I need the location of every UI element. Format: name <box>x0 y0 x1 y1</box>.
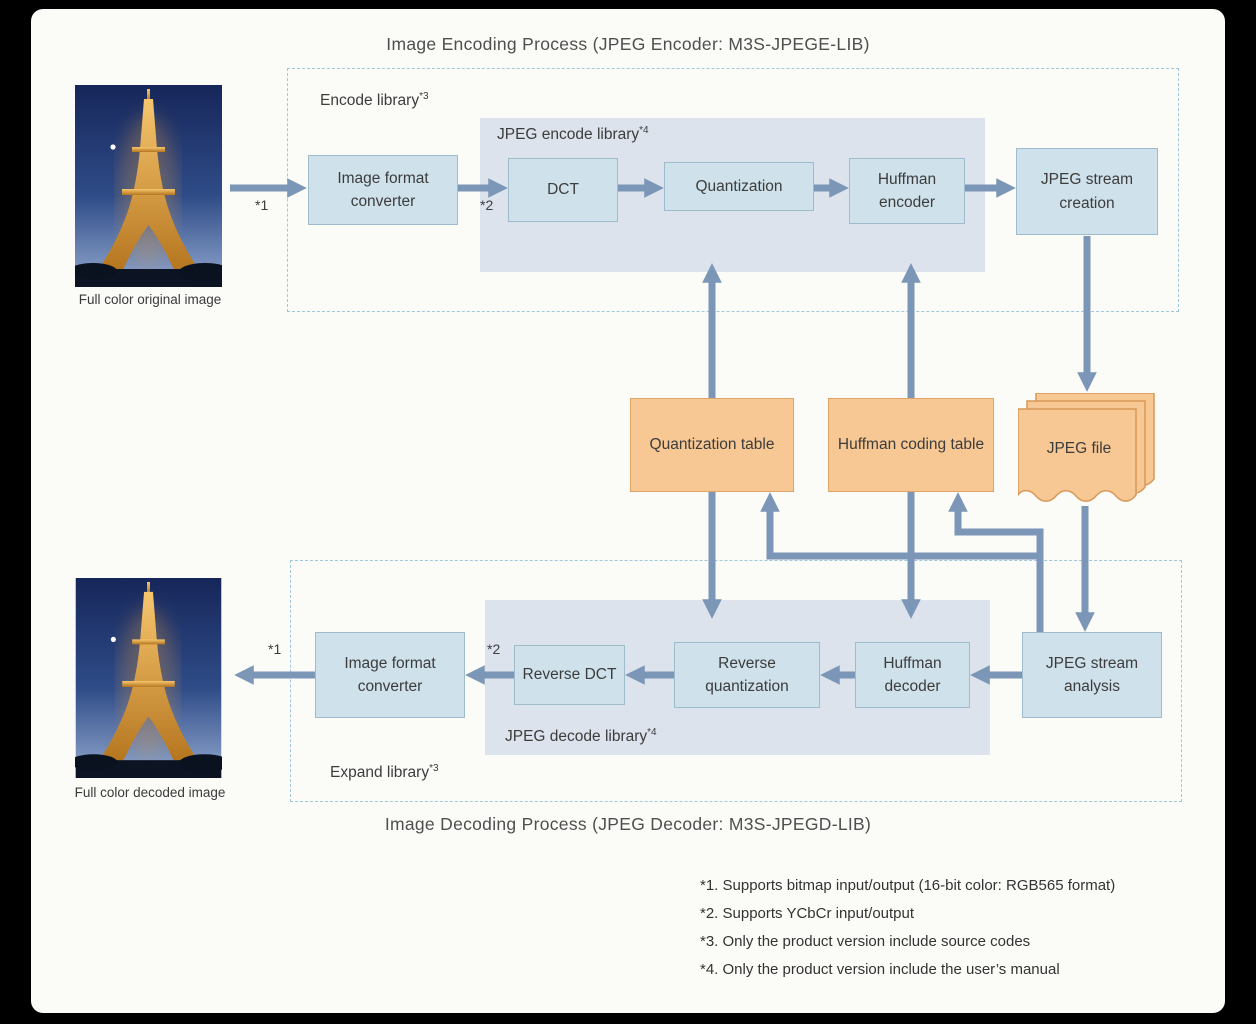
encode-marker-1: *1 <box>255 197 269 213</box>
decoding-process-title: Image Decoding Process (JPEG Decoder: M3… <box>384 814 872 834</box>
box-reverse-quantization: Reverse quantization <box>674 642 820 708</box>
decoded-image-photo <box>75 578 222 778</box>
encode-library-label-text: Encode library <box>320 92 420 109</box>
box-huffman-coding-table: Huffman coding table <box>828 398 994 492</box>
box-huffman-decoder: Huffman decoder <box>855 642 970 708</box>
decoded-image-caption: Full color decoded image <box>74 785 226 800</box>
encoding-process-title: Image Encoding Process (JPEG Encoder: M3… <box>386 34 870 54</box>
original-image-photo <box>75 85 222 287</box>
jpeg-encode-library-label-text: JPEG encode library <box>497 126 640 143</box>
box-huffman-encoder: Huffman encoder <box>849 158 965 224</box>
box-reverse-dct: Reverse DCT <box>514 645 625 705</box>
jpeg-decode-library-label-text: JPEG decode library <box>505 728 648 745</box>
decode-marker-1: *1 <box>268 641 282 657</box>
expand-library-label-text: Expand library <box>330 764 430 781</box>
box-encode-image-format-converter: Image format converter <box>308 155 458 225</box>
encode-library-label-sup: *3 <box>419 90 429 102</box>
original-image-caption: Full color original image <box>78 292 222 307</box>
footnotes: *1. Supports bitmap input/output (16-bit… <box>700 872 1115 984</box>
jpeg-decode-library-label-sup: *4 <box>647 726 657 738</box>
jpeg-encode-library-label-sup: *4 <box>639 124 649 136</box>
box-jpeg-stream-creation: JPEG stream creation <box>1016 148 1158 235</box>
jpeg-file-icon <box>1018 393 1155 502</box>
encode-library-label: Encode library*3 <box>320 90 429 110</box>
jpeg-decode-library-label: JPEG decode library*4 <box>505 726 657 746</box>
box-dct: DCT <box>508 158 618 222</box>
footnote-3: *3. Only the product version include sou… <box>700 933 1031 950</box>
footnote-2: *2. Supports YCbCr input/output <box>700 905 915 922</box>
expand-library-boundary <box>290 560 1182 802</box>
footnote-4: *4. Only the product version include the… <box>700 961 1060 978</box>
expand-library-label-sup: *3 <box>429 762 439 774</box>
eiffel-tower-night-photo <box>75 85 222 287</box>
encode-marker-2: *2 <box>480 197 494 213</box>
box-decode-image-format-converter: Image format converter <box>315 632 465 718</box>
expand-library-label: Expand library*3 <box>330 762 439 782</box>
box-quantization: Quantization <box>664 162 814 211</box>
decode-marker-2: *2 <box>487 641 501 657</box>
footnote-1: *1. Supports bitmap input/output (16-bit… <box>700 877 1116 894</box>
box-jpeg-stream-analysis: JPEG stream analysis <box>1022 632 1162 718</box>
jpeg-file-label: JPEG file <box>1046 440 1112 457</box>
eiffel-tower-night-photo-decoded <box>75 578 222 778</box>
box-quantization-table: Quantization table <box>630 398 794 492</box>
jpeg-encode-library-label: JPEG encode library*4 <box>497 124 649 144</box>
